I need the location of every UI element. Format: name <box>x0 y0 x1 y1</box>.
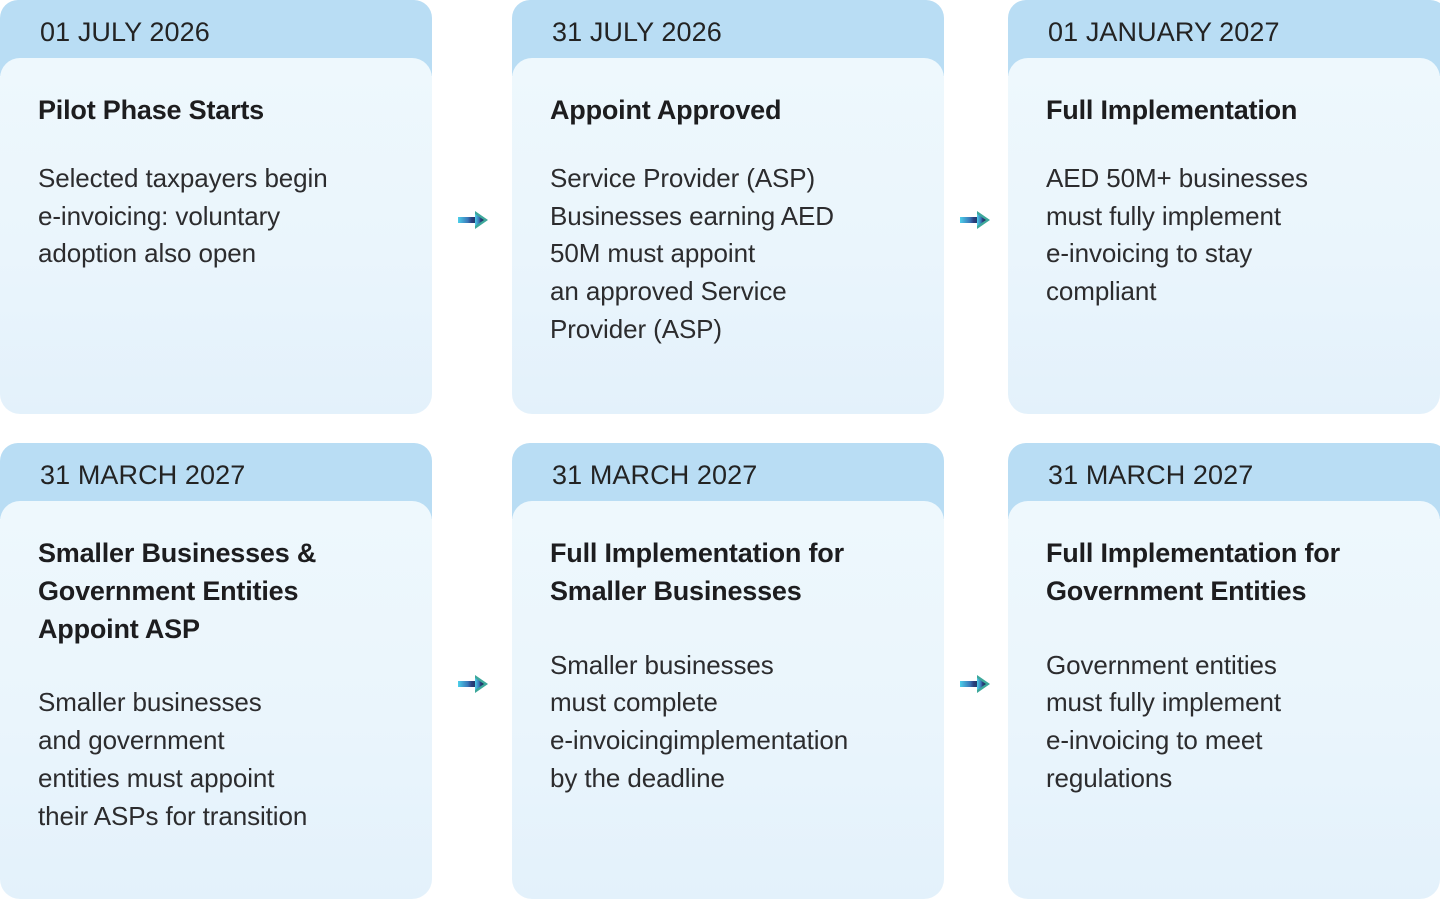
card-title: Full Implementation for Smaller Business… <box>550 538 844 606</box>
card-description: AED 50M+ businesses must fully implement… <box>1046 162 1308 307</box>
card-body: Pilot Phase Starts Selected taxpayers be… <box>0 58 432 414</box>
card-body: Full Implementation AED 50M+ businesses … <box>1008 58 1440 414</box>
arrow-right-icon <box>458 209 492 231</box>
card-description: Selected taxpayers begin e-invoicing: vo… <box>38 162 328 269</box>
card-body: Full Implementation for Government Entit… <box>1008 501 1440 899</box>
card-description: Smaller businesses must complete e-invoi… <box>550 649 849 794</box>
card-title: Appoint Approved <box>550 95 782 125</box>
timeline-card-4[interactable]: 31 MARCH 2027 Smaller Businesses & Gover… <box>0 443 432 899</box>
card-description: Government entities must fully implement… <box>1046 649 1281 794</box>
arrow-right-icon <box>960 673 994 695</box>
timeline-card-6[interactable]: 31 MARCH 2027 Full Implementation for Go… <box>1008 443 1440 899</box>
card-title: Full Implementation for Government Entit… <box>1046 538 1340 606</box>
card-body: Smaller Businesses & Government Entities… <box>0 501 432 899</box>
timeline-card-1[interactable]: 01 JULY 2026 Pilot Phase Starts Selected… <box>0 0 432 414</box>
card-date: 31 MARCH 2027 <box>40 460 246 490</box>
timeline-card-3[interactable]: 01 JANUARY 2027 Full Implementation AED … <box>1008 0 1440 414</box>
timeline-card-2[interactable]: 31 JULY 2026 Appoint Approved Service Pr… <box>512 0 944 414</box>
card-title: Smaller Businesses & Government Entities… <box>38 538 317 644</box>
card-title: Pilot Phase Starts <box>38 95 264 125</box>
card-date: 01 JULY 2026 <box>40 17 210 47</box>
card-date: 31 MARCH 2027 <box>1048 460 1254 490</box>
card-date: 31 JULY 2026 <box>552 17 722 47</box>
card-body: Full Implementation for Smaller Business… <box>512 501 944 899</box>
card-date: 31 MARCH 2027 <box>552 460 758 490</box>
card-description: Service Provider (ASP) Businesses earnin… <box>550 162 834 345</box>
card-description: Smaller businesses and government entiti… <box>38 687 308 831</box>
card-date: 01 JANUARY 2027 <box>1048 17 1280 47</box>
card-title: Full Implementation <box>1046 95 1298 125</box>
timeline-card-5[interactable]: 31 MARCH 2027 Full Implementation for Sm… <box>512 443 944 899</box>
arrow-right-icon <box>458 673 492 695</box>
arrow-right-icon <box>960 209 994 231</box>
card-body: Appoint Approved Service Provider (ASP) … <box>512 58 944 414</box>
